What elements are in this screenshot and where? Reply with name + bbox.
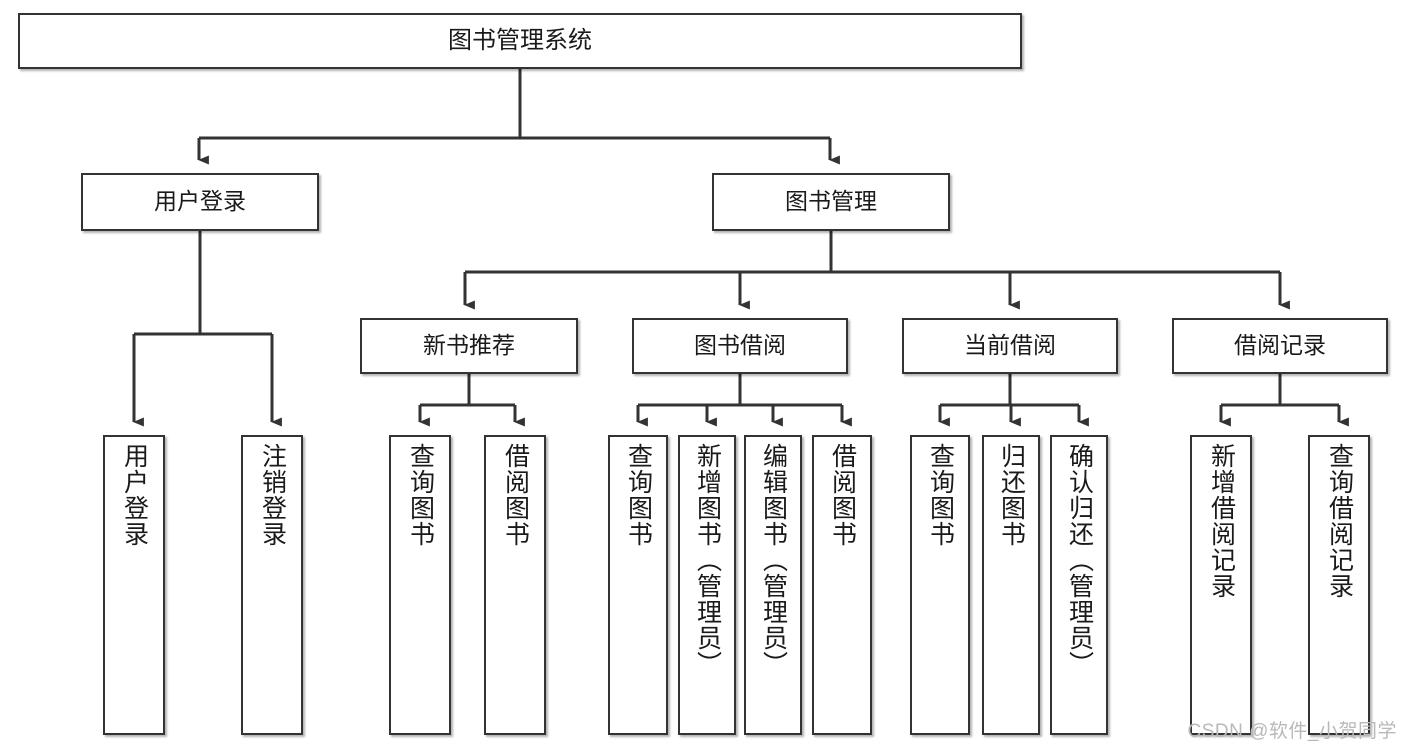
node-borrow-record-label: 借阅记录 [1234,332,1326,359]
node-user-login[interactable]: 用户登录 [81,173,319,231]
node-root-label: 图书管理系统 [448,26,592,54]
node-leaf-borrow-book-recommend[interactable]: 借阅图书 [484,435,546,735]
node-leaf-query-book-borrow-label: 查询图书 [624,443,653,547]
node-leaf-query-book-current-label: 查询图书 [926,443,955,547]
node-leaf-borrow-book-recommend-label: 借阅图书 [501,443,530,547]
node-leaf-query-book-borrow[interactable]: 查询图书 [608,435,668,735]
node-leaf-query-book-recommend[interactable]: 查询图书 [389,435,451,735]
node-leaf-confirm-return-label: 确认归还（管理员） [1065,443,1094,677]
node-root[interactable]: 图书管理系统 [18,13,1022,69]
node-current-borrow-label: 当前借阅 [964,332,1056,359]
node-leaf-query-book-recommend-label: 查询图书 [406,443,435,547]
node-current-borrow[interactable]: 当前借阅 [902,318,1118,374]
node-leaf-add-book-label: 新增图书（管理员） [693,443,722,677]
node-leaf-user-login[interactable]: 用户登录 [103,435,165,735]
node-borrow-record[interactable]: 借阅记录 [1172,318,1388,374]
node-leaf-return-book[interactable]: 归还图书 [982,435,1040,735]
node-user-login-label: 用户登录 [154,188,246,215]
node-new-book-recommend-label: 新书推荐 [423,332,515,359]
node-leaf-query-borrow-record-label: 查询借阅记录 [1325,443,1354,599]
node-leaf-add-book[interactable]: 新增图书（管理员） [678,435,736,735]
node-leaf-add-borrow-record[interactable]: 新增借阅记录 [1190,435,1252,735]
node-leaf-borrow-book[interactable]: 借阅图书 [812,435,872,735]
node-leaf-confirm-return[interactable]: 确认归还（管理员） [1050,435,1108,735]
node-book-borrow-label: 图书借阅 [694,332,786,359]
node-book-manage-label: 图书管理 [785,188,877,215]
node-leaf-borrow-book-label: 借阅图书 [828,443,857,547]
node-leaf-user-login-label: 用户登录 [120,443,149,547]
csdn-watermark: CSDN @软件_小贺同学 [1187,721,1397,742]
node-leaf-query-book-current[interactable]: 查询图书 [910,435,970,735]
node-leaf-user-logout-label: 注销登录 [258,443,287,547]
node-new-book-recommend[interactable]: 新书推荐 [360,318,578,374]
node-book-borrow[interactable]: 图书借阅 [632,318,848,374]
node-book-manage[interactable]: 图书管理 [712,173,950,231]
node-leaf-edit-book-label: 编辑图书（管理员） [759,443,788,677]
node-leaf-return-book-label: 归还图书 [997,443,1026,547]
node-leaf-add-borrow-record-label: 新增借阅记录 [1207,443,1236,599]
node-leaf-query-borrow-record[interactable]: 查询借阅记录 [1308,435,1370,735]
node-leaf-user-logout[interactable]: 注销登录 [241,435,303,735]
node-leaf-edit-book[interactable]: 编辑图书（管理员） [744,435,802,735]
